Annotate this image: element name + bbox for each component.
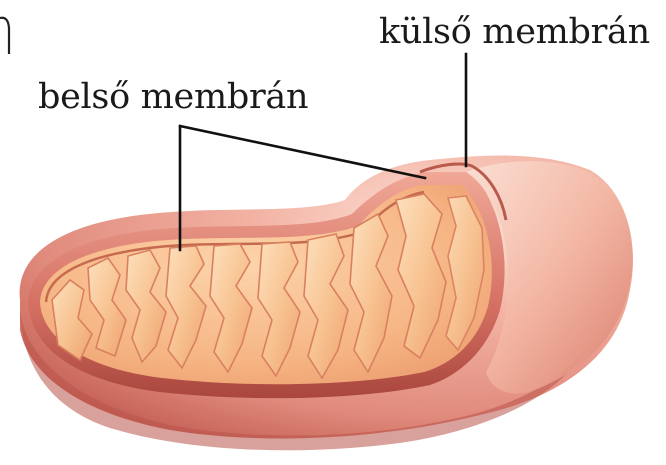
outer-membrane-label: külső membrán — [379, 15, 650, 50]
inner-membrane-label: belső membrán — [38, 80, 308, 115]
